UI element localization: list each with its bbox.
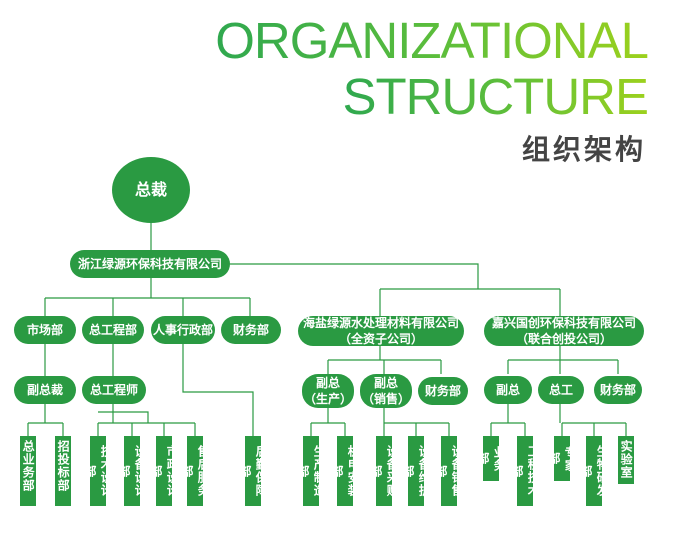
sub2-chief-engineer-node: 总工: [538, 376, 584, 404]
market-dept-node: 市场部: [14, 316, 76, 344]
sub2-finance-node: 财务部: [594, 376, 642, 404]
hr-admin-dept-node: 人事行政部: [151, 316, 215, 344]
connector: [182, 344, 254, 436]
title-chinese: 组织架构: [521, 133, 646, 166]
deputy-sales-node: 副总 （销售）: [360, 374, 412, 408]
vp-node: 副总裁: [14, 376, 76, 404]
company-node: 浙江绿源环保科技有限公司: [70, 250, 230, 278]
deputy-sales-note: （销售）: [361, 392, 410, 406]
connector: [230, 263, 479, 289]
leaf-after-sales: 售后服务部: [180, 436, 210, 506]
title-line-1: ORGANIZATIONAL: [215, 12, 649, 69]
leaf-bidding: 招投标部: [55, 436, 71, 506]
chief-engineer-dept-node: 总工程部: [82, 316, 144, 344]
subsidiary-jiaxing-name: 嘉兴国创环保科技有限公司: [491, 315, 636, 330]
leaf-mech-install: 机电安装部: [330, 436, 360, 506]
leaf-production: 生产制造部: [296, 436, 326, 506]
chief-engineer-node: 总工程师: [82, 376, 146, 404]
leaf-municipal-design: 市政设计部: [149, 436, 179, 506]
leaf-business: 业务部: [476, 436, 506, 481]
deputy-production-title: 副总: [315, 375, 340, 390]
sub2-deputy-node: 副总: [484, 376, 532, 404]
subsidiary-jiaxing-note: （联合创投公司）: [515, 332, 612, 346]
title-line-2: STRUCTURE: [342, 68, 649, 125]
leaf-engineering-tech: 工程技术部: [510, 436, 540, 506]
leaf-lab: 实验室: [618, 436, 634, 484]
subsidiary-jiaxing-node: 嘉兴国创环保科技有限公司 （联合创投公司）: [484, 316, 644, 346]
leaf-logistics: 后勤保障部: [238, 436, 268, 506]
leaf-general-business: 总业务部: [20, 436, 36, 506]
leaf-tech-design: 技术设计部: [83, 436, 113, 506]
finance-dept-node: 财务部: [221, 316, 281, 344]
subsidiary-haiyan-node: 海盐绿源水处理材料有限公司 （全资子公司）: [298, 316, 464, 346]
deputy-production-node: 副总 （生产）: [302, 374, 354, 408]
subsidiary-haiyan-note: （全资子公司）: [338, 332, 423, 346]
connector: [98, 411, 149, 423]
leaf-equip-maintenance: 设备维护部: [401, 436, 431, 506]
leaf-equipment-design: 设备设计部: [117, 436, 147, 506]
leaf-bio-rd: 生物研发部: [579, 436, 609, 506]
subsidiary-haiyan-name: 海盐绿源水处理材料有限公司: [302, 315, 459, 330]
ceo-node: 总裁: [112, 157, 190, 223]
sub1-finance-node: 财务部: [418, 377, 468, 405]
leaf-equip-purchase: 设备采购部: [369, 436, 399, 506]
deputy-sales-title: 副总: [373, 375, 398, 390]
leaf-experts: 专家部: [547, 436, 577, 481]
deputy-production-note: （生产）: [303, 392, 352, 406]
leaf-equip-sales: 设备销售部: [434, 436, 464, 506]
